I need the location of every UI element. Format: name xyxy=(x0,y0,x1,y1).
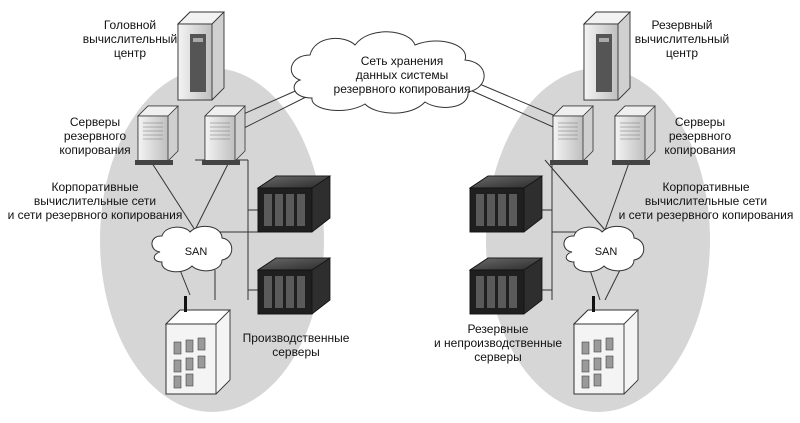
storage-network-cloud-icon xyxy=(290,31,485,114)
san-cloud-right-icon xyxy=(563,225,645,273)
production-server-1-icon xyxy=(257,175,331,233)
production-servers-label: Производственные серверы xyxy=(242,331,350,359)
corp-networks-left-label: Корпоративные вычислительные сети и сети… xyxy=(7,180,183,222)
backup-server-left-1-icon xyxy=(134,105,179,166)
backup-server-right-1-icon xyxy=(549,105,594,166)
reserve-server-2-icon xyxy=(469,257,543,315)
backup-servers-left-label: Серверы резервного копирования xyxy=(59,115,131,157)
backup-server-left-2-icon xyxy=(201,105,246,166)
reserve-server-1-icon xyxy=(469,175,543,233)
production-server-2-icon xyxy=(257,257,331,315)
corp-networks-right-label: Корпоративные вычислительные сети и сети… xyxy=(618,180,794,222)
backup-server-right-2-icon xyxy=(611,105,656,166)
main-center-rack-icon xyxy=(176,11,226,101)
reserve-servers-label: Резервные и непроизводственные серверы xyxy=(433,322,562,364)
backup-center-label: Резервный вычислительный центр xyxy=(634,18,730,60)
backup-center-rack-icon xyxy=(582,11,632,101)
san-left-label: SAN xyxy=(184,246,208,258)
san-cloud-left-icon xyxy=(151,225,233,273)
san-right-label: SAN xyxy=(594,246,618,258)
storage-network-label: Сеть хранения данных системы резервного … xyxy=(333,54,471,96)
backup-servers-right-label: Серверы резервного копирования xyxy=(664,115,736,157)
main-center-label: Головной вычислительный центр xyxy=(82,18,178,60)
